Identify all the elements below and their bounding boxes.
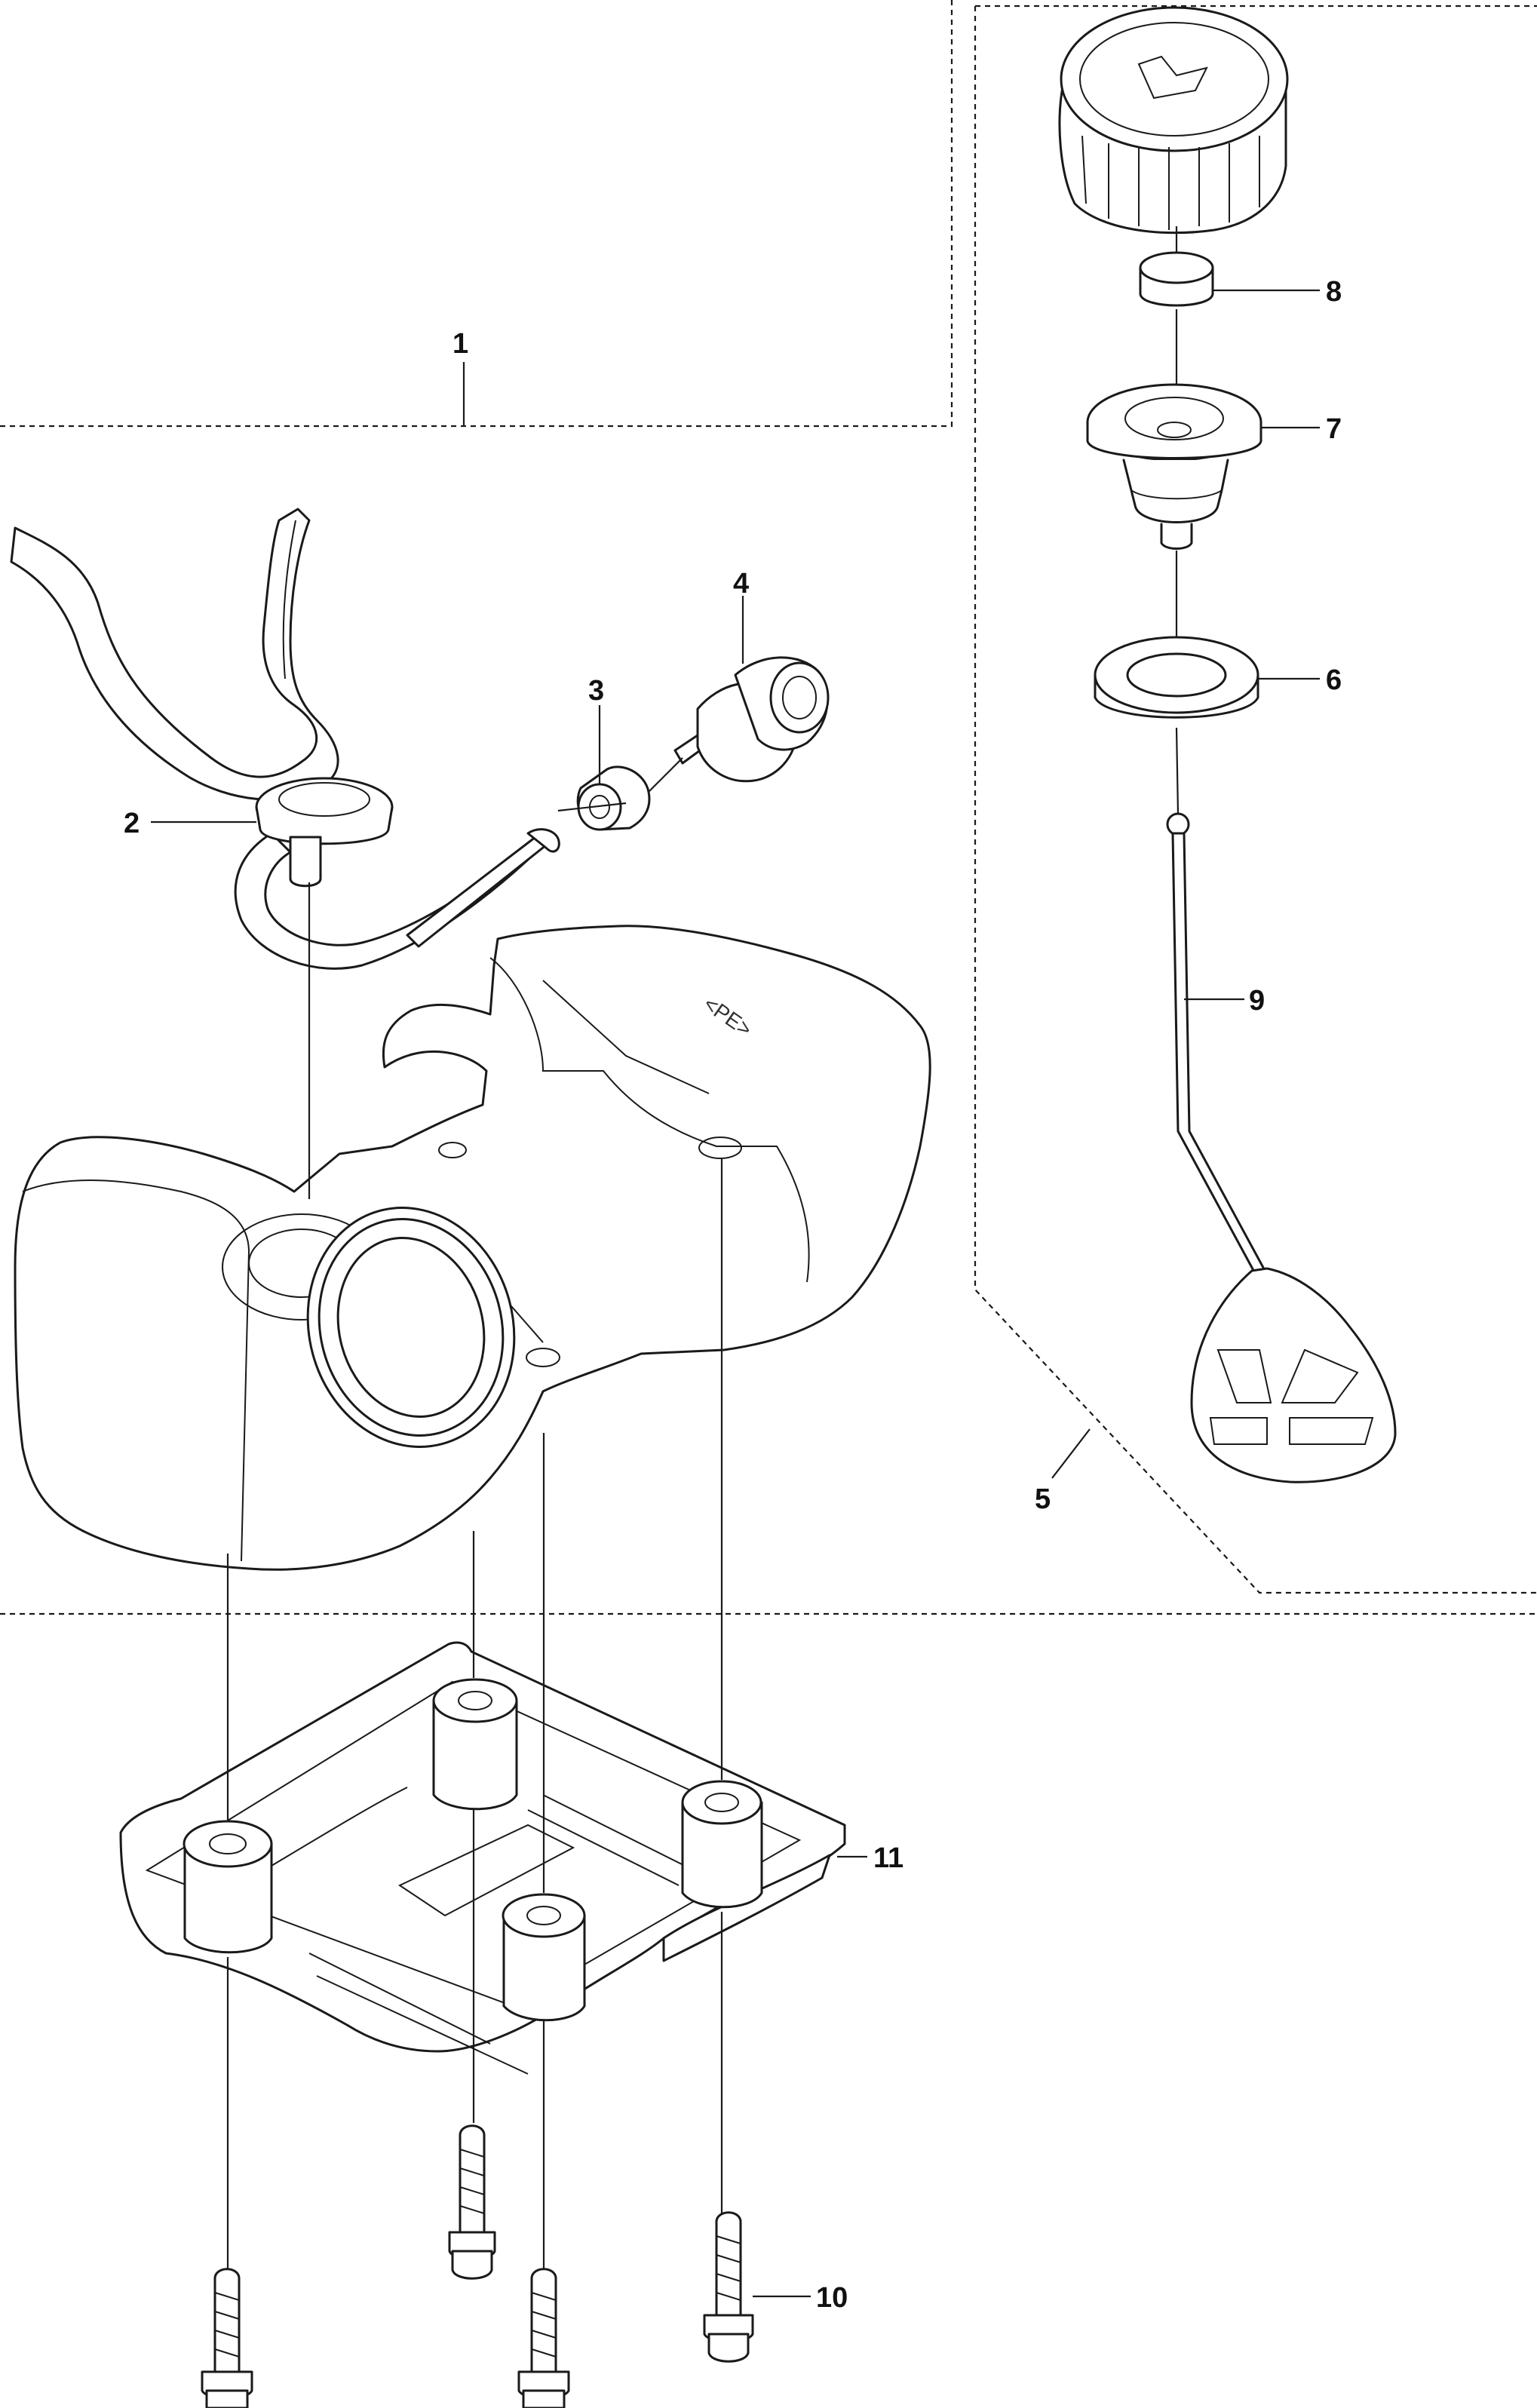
support-boss-left	[183, 1820, 273, 1954]
screw-front	[517, 2268, 570, 2408]
callout-6: 6	[1326, 664, 1342, 696]
callout-10: 10	[816, 2282, 848, 2314]
vent-valve	[1086, 383, 1262, 550]
tank-support	[119, 1641, 846, 2075]
fuel-cap	[1058, 6, 1289, 235]
fuel-pickup-line	[406, 828, 560, 948]
group-5-boundary	[974, 5, 1537, 1594]
callout-labels: 1 2 3 4 5 6 7 8 9 10 11	[124, 276, 1342, 2314]
callout-8: 8	[1326, 276, 1342, 308]
fuel-filter	[673, 656, 830, 783]
callout-4: 4	[733, 568, 749, 600]
screw-left	[201, 2268, 253, 2408]
callout-5: 5	[1035, 1483, 1051, 1515]
group-1-boundary	[0, 0, 1537, 1615]
support-boss-right	[681, 1780, 763, 1909]
callout-11: 11	[873, 1842, 903, 1874]
callout-leaders	[151, 289, 1320, 2298]
support-boss-front	[502, 1893, 586, 2022]
callout-7: 7	[1326, 413, 1342, 445]
screw-rear	[448, 2124, 496, 2280]
callout-9: 9	[1249, 985, 1265, 1017]
hose-grommet	[255, 777, 394, 888]
tank-neck	[306, 1207, 516, 1448]
sealing-ring	[1094, 636, 1259, 719]
hose-fitting	[576, 765, 651, 831]
support-boss-rear	[432, 1678, 518, 1811]
callout-1: 1	[453, 328, 468, 360]
screw-right	[703, 2211, 754, 2363]
assembly-lines	[226, 226, 1180, 2270]
cap-strap	[1166, 812, 1397, 1483]
callout-3: 3	[588, 675, 604, 707]
cap-gasket	[1139, 251, 1214, 307]
callout-2: 2	[124, 808, 140, 839]
